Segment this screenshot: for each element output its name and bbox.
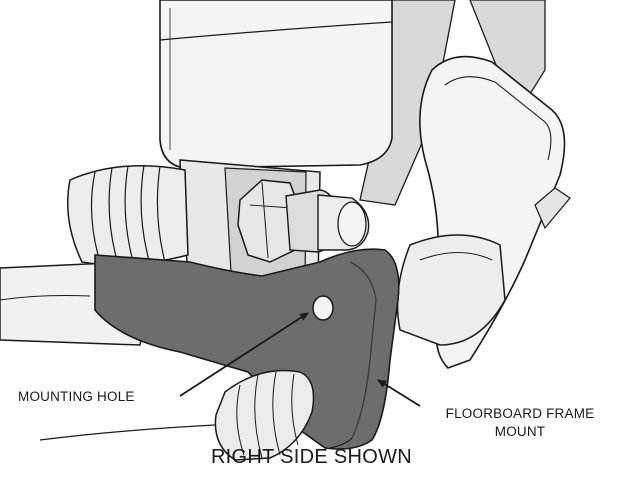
mounting-hole-arrow <box>179 312 309 397</box>
floorboard-block <box>396 55 571 369</box>
floorboard-mount-label-line2: MOUNT <box>494 424 546 439</box>
lower-grip-tube <box>39 369 315 461</box>
upper-housing <box>159 0 393 169</box>
nut-and-bolt <box>237 179 370 263</box>
floorboard-mount-label: FLOORBOARD FRAME MOUNT <box>420 405 620 441</box>
rubber-boot <box>66 164 189 266</box>
frame-mount-bracket <box>94 248 400 450</box>
mounting-hole <box>312 295 334 321</box>
figure-caption: RIGHT SIDE SHOWN <box>210 446 413 468</box>
floorboard-mount-arrow <box>377 379 421 407</box>
mounting-hole-label: MOUNTING HOLE <box>18 389 135 404</box>
floorboard-mount-label-line1: FLOORBOARD FRAME <box>445 406 595 421</box>
